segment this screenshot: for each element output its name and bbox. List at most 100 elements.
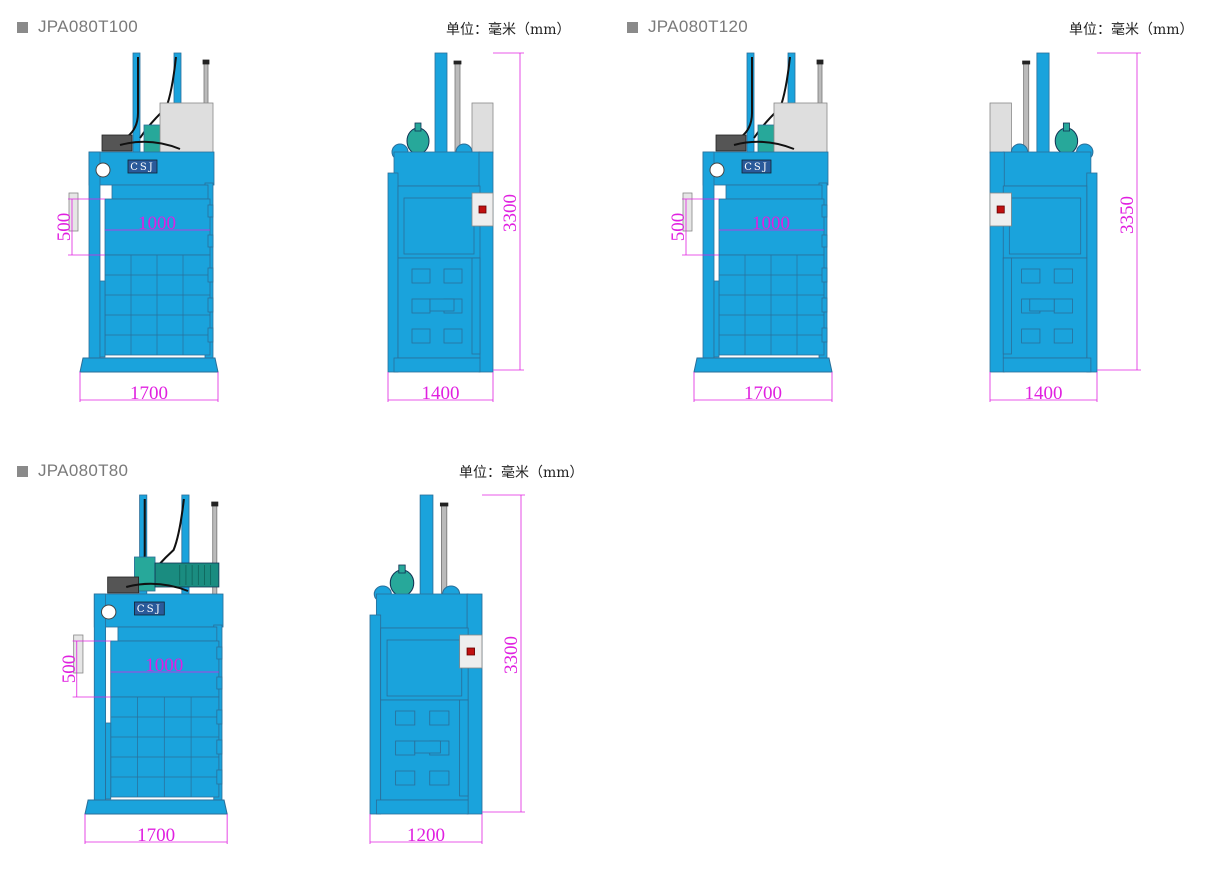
- model-name: JPA080T80: [38, 461, 129, 480]
- piston-rod: [1023, 62, 1030, 156]
- piston-rod: [441, 504, 448, 598]
- rear-post: [387, 172, 399, 373]
- hinge: [821, 297, 828, 313]
- dimension-front-width: 1700: [744, 383, 782, 404]
- rod-cap: [453, 60, 462, 65]
- control-switch-panel: [682, 192, 693, 232]
- door-panel: [1021, 268, 1041, 284]
- dimension-chamber-width: 1000: [752, 213, 790, 234]
- hydraulic-hose: [733, 140, 795, 150]
- base: [375, 799, 469, 815]
- door-panel: [395, 770, 416, 786]
- base: [84, 799, 228, 815]
- door-panel: [443, 268, 463, 284]
- rear-post: [369, 614, 382, 815]
- base: [693, 357, 833, 373]
- hinge: [207, 204, 214, 218]
- hinge: [207, 234, 214, 248]
- door-lock: [429, 298, 455, 312]
- door-latch: [99, 280, 106, 358]
- base: [79, 357, 219, 373]
- head-block: [1002, 151, 1092, 187]
- bullet-square-icon: [627, 21, 638, 33]
- side-dimensions: 3300 1400: [387, 52, 524, 404]
- stop-button-icon: [478, 205, 487, 214]
- front-post: [989, 151, 1005, 373]
- model-name: JPA080T120: [648, 17, 749, 36]
- door-latch: [105, 722, 112, 800]
- cylinder: [419, 494, 434, 598]
- control-switch-panel: [68, 192, 79, 232]
- model-title-1: JPA080T100: [17, 17, 138, 37]
- dimension-height: 3300: [500, 194, 521, 232]
- hinge: [821, 204, 828, 218]
- rod-cap: [816, 59, 824, 65]
- side-dimensions: 3350 1400: [989, 52, 1141, 404]
- left-post: [93, 593, 107, 803]
- oil-tank-cover: [471, 102, 494, 154]
- dimension-opening-height: 500: [668, 213, 689, 242]
- oil-tank-cover: [989, 102, 1012, 154]
- dimension-opening-height: 500: [54, 213, 75, 242]
- piston-rod: [454, 62, 461, 156]
- dimension-height: 3350: [1117, 196, 1138, 234]
- rod-cap: [439, 502, 449, 507]
- door-panel: [429, 770, 450, 786]
- hinge: [821, 234, 828, 248]
- dimension-height: 3300: [501, 636, 522, 674]
- hydraulic-hose: [119, 140, 181, 150]
- motor: [389, 569, 415, 597]
- feed-chamber: [110, 640, 220, 698]
- dimension-side-width: 1400: [1025, 383, 1063, 404]
- door-lock: [1029, 298, 1055, 312]
- press-plate: [725, 184, 823, 200]
- chamber-window: [386, 639, 463, 697]
- base: [1002, 357, 1092, 373]
- door-panel: [411, 298, 431, 314]
- hinge: [216, 709, 223, 725]
- door-hinge-bar: [459, 699, 469, 797]
- front-view: CSJ: [68, 52, 219, 402]
- side-view: [989, 52, 1098, 373]
- cylinder: [1036, 52, 1050, 156]
- control-switch-panel: [73, 634, 84, 674]
- front-post: [466, 593, 483, 815]
- rod-cap: [1022, 60, 1031, 65]
- door-hinge-bar: [471, 257, 481, 355]
- model-name: JPA080T100: [38, 17, 139, 36]
- side-view: [369, 494, 483, 815]
- pressure-gauge-icon: [100, 604, 117, 620]
- unit-label-1: 单位：毫米（mm）: [446, 22, 571, 38]
- hinge: [216, 739, 223, 755]
- front-dimensions: 1000 500 1700: [668, 213, 790, 404]
- dimension-side-width: 1400: [422, 383, 460, 404]
- brand-label: CSJ: [137, 604, 162, 615]
- rod-cap: [202, 59, 210, 65]
- unit-label-2: 单位：毫米（mm）: [1069, 22, 1194, 38]
- model-title-3: JPA080T80: [17, 461, 128, 481]
- brand-label: CSJ: [744, 162, 769, 173]
- bale-door: [104, 254, 211, 356]
- brand-label: CSJ: [130, 162, 155, 173]
- door-panel: [395, 710, 416, 726]
- door-panel: [411, 328, 431, 344]
- dimension-front-width: 1700: [137, 825, 175, 846]
- unit-label-3: 单位：毫米（mm）: [459, 465, 584, 481]
- door-latch: [713, 280, 720, 358]
- brand-plate: [134, 601, 165, 616]
- motor: [154, 562, 220, 588]
- door-panel: [1053, 268, 1073, 284]
- front-view: CSJ: [72, 494, 228, 844]
- door-panel: [411, 268, 431, 284]
- motor: [406, 127, 430, 155]
- dimension-front-width: 1700: [130, 383, 168, 404]
- bale-door: [110, 696, 220, 798]
- rear-post: [1086, 172, 1098, 373]
- pressure-gauge-icon: [95, 162, 111, 178]
- hinge: [821, 327, 828, 343]
- door-panel: [443, 328, 463, 344]
- model-title-2: JPA080T120: [627, 17, 748, 37]
- door-panel: [1021, 328, 1041, 344]
